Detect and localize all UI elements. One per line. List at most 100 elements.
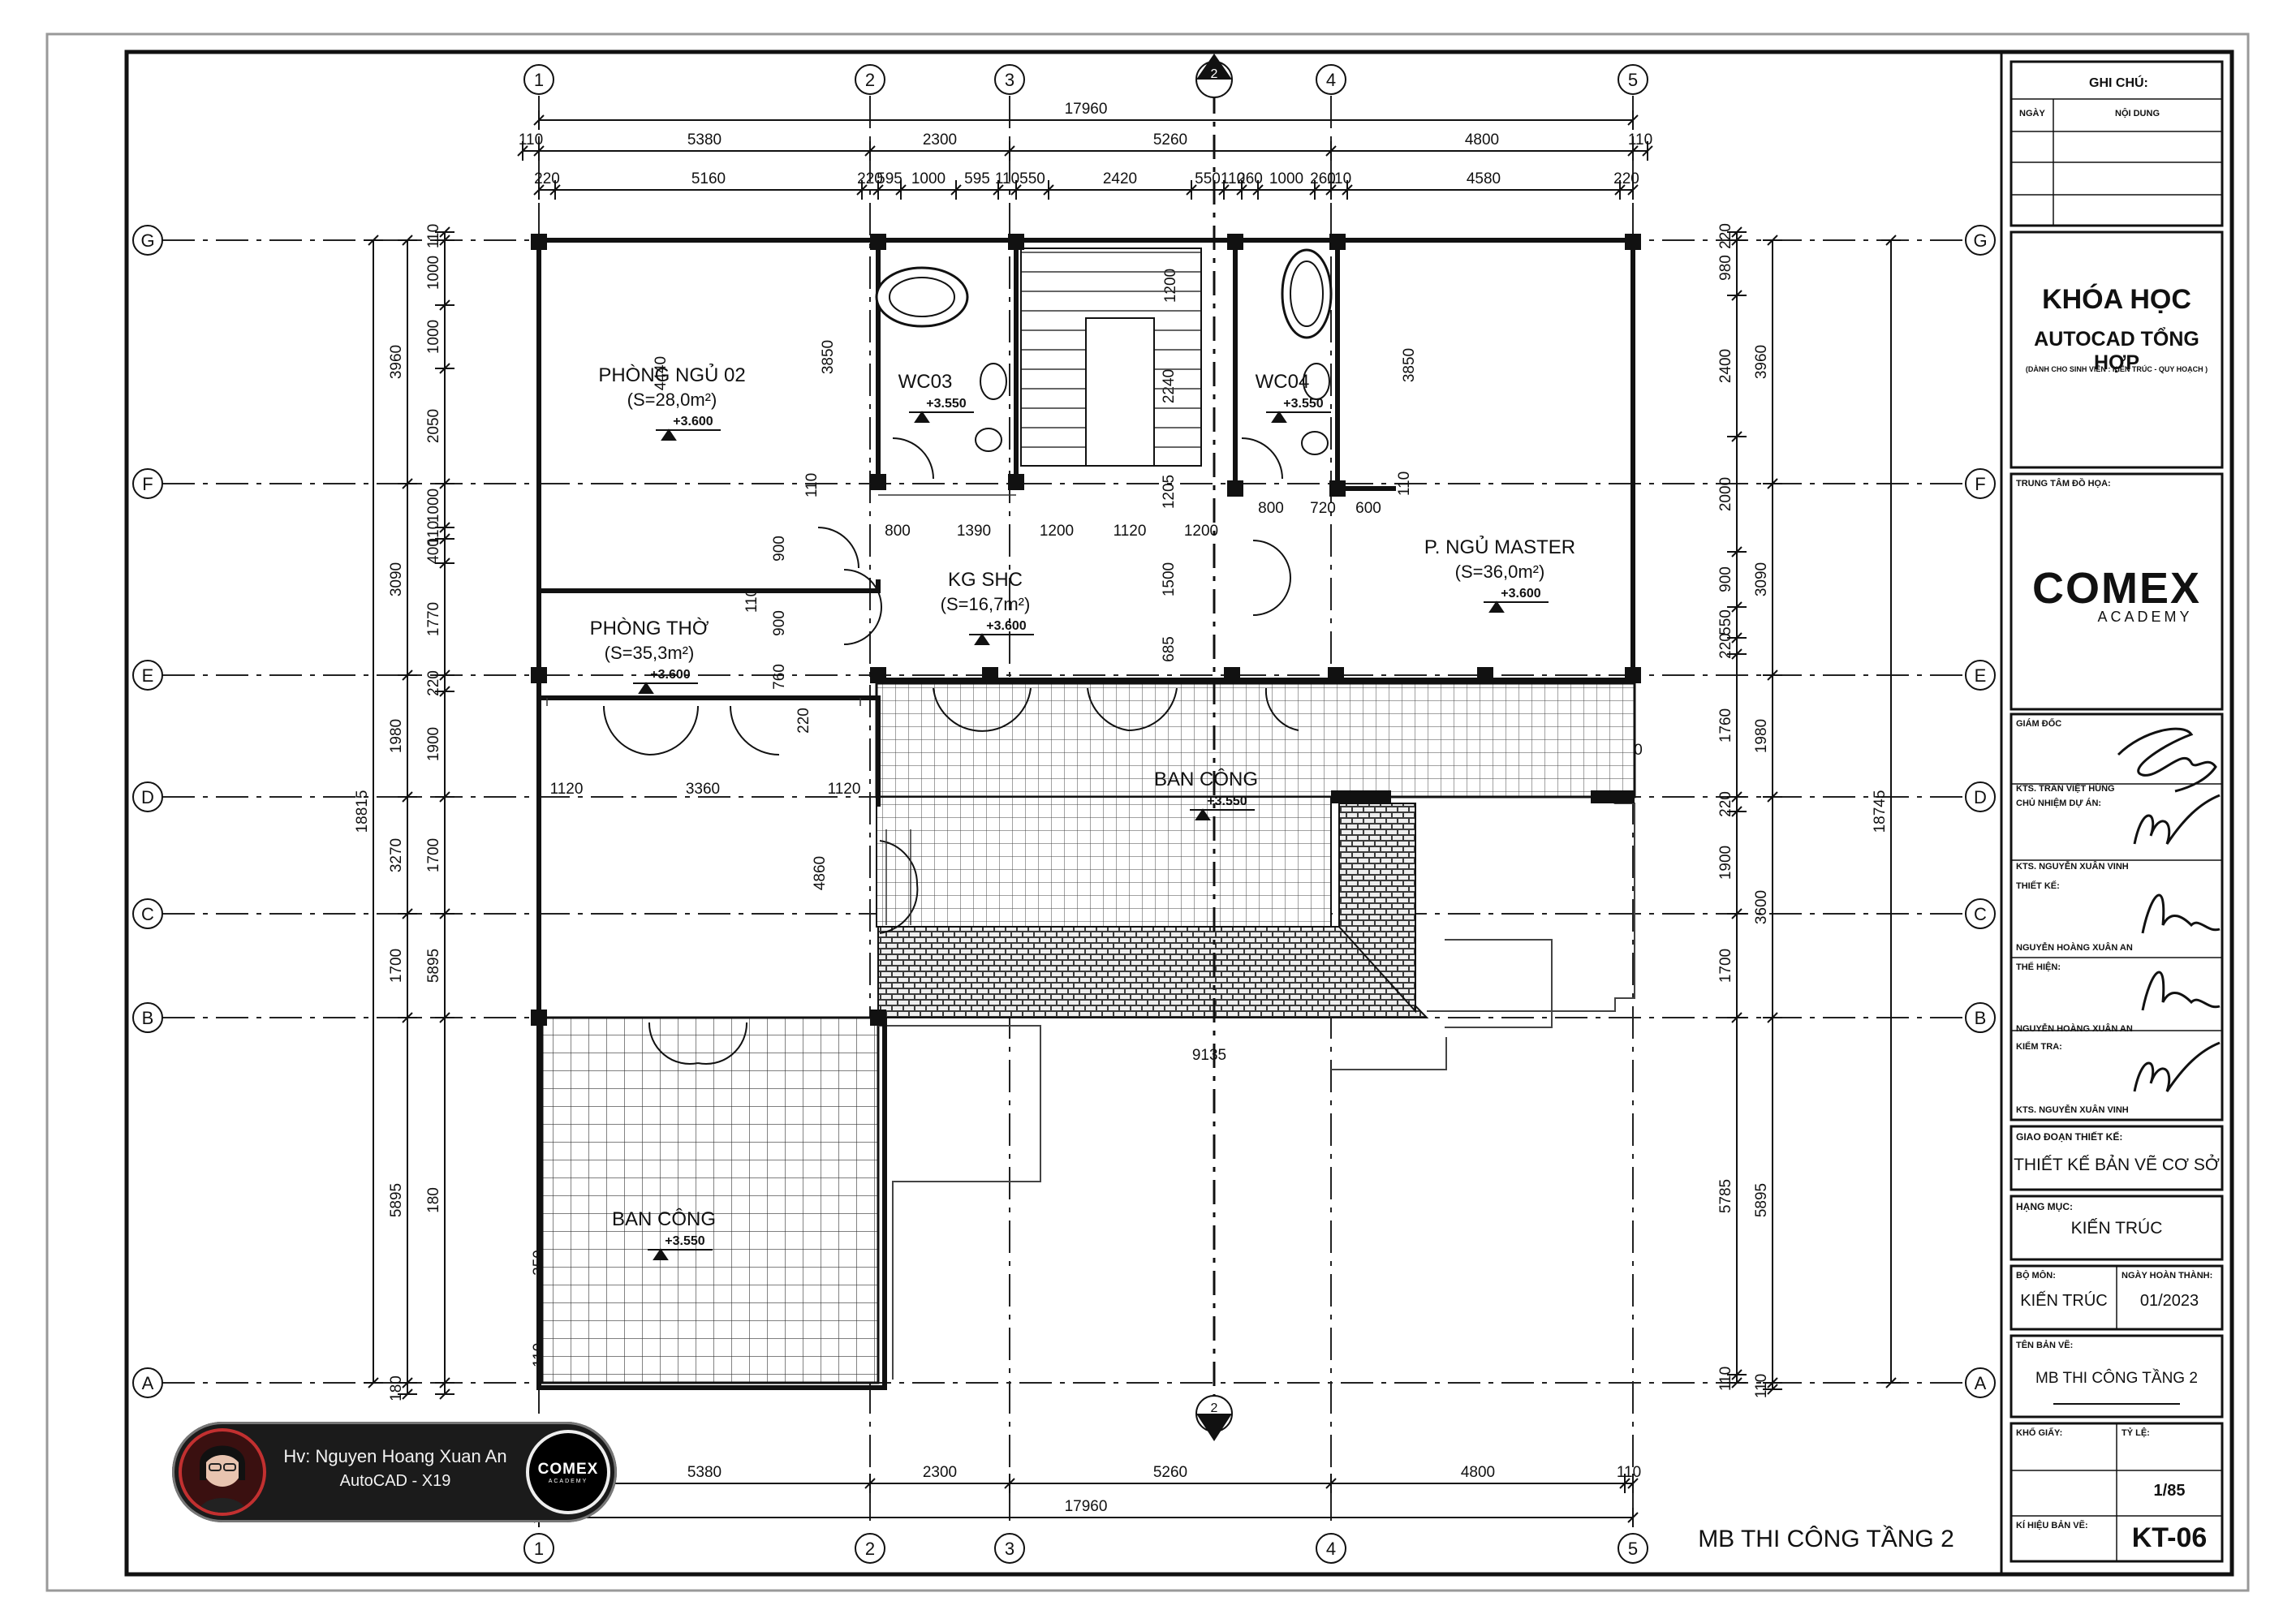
interior-dim-label: 4440 bbox=[653, 356, 670, 390]
student-avatar bbox=[179, 1428, 266, 1516]
room-label-7: BAN CÔNG+3.550 bbox=[612, 1208, 716, 1260]
dim-label: 4580 bbox=[1467, 170, 1501, 187]
dim-label: 1980 bbox=[388, 719, 405, 753]
dim-label: 1000 bbox=[425, 256, 442, 290]
interior-dim-label: 800 bbox=[1258, 500, 1284, 517]
svg-text:(S=16,7m²): (S=16,7m²) bbox=[941, 594, 1031, 614]
grid-bubble-A: A bbox=[142, 1373, 154, 1393]
interior-dim-label: 685 bbox=[1161, 636, 1178, 662]
dim-label: 1700 bbox=[388, 949, 405, 983]
dim-label: 220 bbox=[1613, 170, 1639, 187]
dim-label: 260 bbox=[1237, 170, 1263, 187]
dim-label: 2300 bbox=[923, 131, 957, 149]
svg-text:+3.600: +3.600 bbox=[986, 619, 1026, 633]
dim-label: 110 bbox=[1221, 170, 1245, 187]
svg-text:KG SHC: KG SHC bbox=[948, 569, 1023, 591]
dim-label: 2420 bbox=[1103, 170, 1137, 187]
grid-bubble-E: E bbox=[142, 665, 154, 686]
course-subtitle: AUTOCAD TỔNG HỢP bbox=[2034, 328, 2199, 374]
code-value: KT-06 bbox=[2131, 1522, 2208, 1553]
manager-name: KTS. NGUYỄN XUÂN VINH bbox=[2016, 862, 2129, 872]
interior-dim-label: 720 bbox=[1310, 500, 1336, 517]
dim-label: 5160 bbox=[691, 170, 726, 187]
dim-label: 1900 bbox=[425, 727, 442, 761]
interior-dim-label: 110 bbox=[743, 588, 760, 613]
director-name: KTS. TRẦN VIỆT HÙNG bbox=[2016, 784, 2115, 794]
dept-label: BỘ MÔN: bbox=[2016, 1271, 2056, 1281]
dim-label: 180 bbox=[425, 1187, 442, 1213]
interior-dim-label: 3850 bbox=[820, 340, 837, 374]
dim-label: 17960 bbox=[1065, 101, 1108, 118]
grid-bubble-G: G bbox=[1973, 230, 1987, 251]
center-label: TRUNG TÂM ĐỒ HỌA: bbox=[2016, 479, 2111, 489]
dim-label: 18745 bbox=[1872, 790, 1889, 833]
dim-label: 2300 bbox=[923, 1464, 957, 1481]
svg-text:BAN CÔNG: BAN CÔNG bbox=[1154, 768, 1258, 790]
dim-label: 220 bbox=[1717, 633, 1734, 659]
dim-label: 110 bbox=[1753, 1374, 1770, 1398]
interior-dim-label: 1120 bbox=[550, 781, 584, 798]
dim-label: 2000 bbox=[1717, 477, 1734, 511]
student-name: Hv: Nguyen Hoang Xuan An bbox=[283, 1446, 507, 1466]
student-class: AutoCAD - X19 bbox=[339, 1472, 451, 1490]
paper-label: KHỔ GIẤY: bbox=[2016, 1428, 2063, 1438]
dim-label: 1700 bbox=[1717, 949, 1734, 983]
room-label-2: WC04+3.550 bbox=[1256, 371, 1331, 423]
grid-bubble-3: 3 bbox=[1005, 70, 1014, 90]
dim-label: 2050 bbox=[425, 409, 442, 443]
dim-label: 220 bbox=[534, 170, 560, 187]
svg-text:2: 2 bbox=[1211, 67, 1218, 81]
course-title: KHÓA HỌC bbox=[2042, 284, 2191, 315]
svg-text:WC03: WC03 bbox=[898, 371, 953, 393]
drawing-name-label: TÊN BẢN VẼ: bbox=[2016, 1341, 2074, 1350]
section-marker-bottom: 2 bbox=[1195, 1395, 1233, 1441]
svg-text:+3.550: +3.550 bbox=[1207, 794, 1247, 808]
notes-title: GHI CHÚ: bbox=[2089, 76, 2148, 90]
dim-label: 3600 bbox=[1753, 890, 1770, 924]
interior-dim-label: 110 bbox=[803, 473, 821, 497]
dim-label: 4800 bbox=[1465, 131, 1499, 149]
dim-label: 980 bbox=[1717, 255, 1734, 281]
dim-label: 110 bbox=[995, 170, 1019, 187]
dim-label: 550 bbox=[1019, 170, 1045, 187]
svg-text:WC04: WC04 bbox=[1256, 371, 1310, 393]
svg-text:2: 2 bbox=[1211, 1401, 1218, 1415]
floor-plan bbox=[531, 89, 1641, 1428]
lower-floor-outline bbox=[878, 803, 1635, 1380]
course-note: (DÀNH CHO SINH VIÊN : KIẾN TRÚC - QUY HO… bbox=[2025, 365, 2208, 373]
dim-label: 1900 bbox=[1717, 846, 1734, 880]
interior-dim-label: 3850 bbox=[1401, 348, 1418, 382]
dim-label: 220 bbox=[1717, 223, 1734, 249]
svg-text:PHÒNG NGỦ 02: PHÒNG NGỦ 02 bbox=[598, 363, 745, 386]
svg-text:+3.600: +3.600 bbox=[650, 668, 690, 682]
interior-dim-label: 1390 bbox=[957, 523, 991, 540]
dim-label: 220 bbox=[425, 670, 442, 696]
dim-label: 2400 bbox=[1717, 349, 1734, 383]
notes-col-content: NỘI DUNG bbox=[2115, 109, 2160, 118]
grid-bubble-5: 5 bbox=[1628, 70, 1638, 90]
interior-dim-label: 1500 bbox=[1161, 562, 1178, 596]
room-labels: PHÒNG NGỦ 02(S=28,0m²)+3.600 WC03 +3.550 WC… bbox=[590, 363, 1575, 1260]
notes-col-date: NGÀY bbox=[2019, 109, 2045, 118]
interior-dim-label: 900 bbox=[771, 536, 788, 562]
designer-name: NGUYỄN HOÀNG XUÂN AN bbox=[2016, 943, 2133, 953]
category-label: HẠNG MỤC: bbox=[2016, 1201, 2073, 1212]
room-label-5: PHÒNG THỜ(S=35,3m²)+3.600 bbox=[590, 618, 709, 694]
grid-bubble-F: F bbox=[1975, 474, 1985, 494]
sheet-caption: MB THI CÔNG TẦNG 2 bbox=[1698, 1525, 1954, 1552]
grid-bubble-1: 1 bbox=[534, 70, 544, 90]
dim-label: 4800 bbox=[1461, 1464, 1495, 1481]
svg-text:+3.550: +3.550 bbox=[665, 1234, 704, 1248]
grid-bubble-A: A bbox=[1975, 1373, 1987, 1393]
manager-label: CHỦ NHIỆM DỰ ÁN: bbox=[2016, 799, 2102, 808]
dim-label: 3960 bbox=[388, 345, 405, 379]
interior-dim-label: 760 bbox=[771, 664, 788, 690]
grid-bubble-3: 3 bbox=[1005, 1539, 1014, 1559]
room-label-0: PHÒNG NGỦ 02(S=28,0m²)+3.600 bbox=[598, 363, 746, 441]
grid-bubble-F: F bbox=[142, 474, 153, 494]
dim-label: 110 bbox=[1617, 1464, 1641, 1481]
checker-name: KTS. NGUYỄN XUÂN VINH bbox=[2016, 1105, 2129, 1115]
dim-label: 17960 bbox=[1065, 1498, 1108, 1515]
